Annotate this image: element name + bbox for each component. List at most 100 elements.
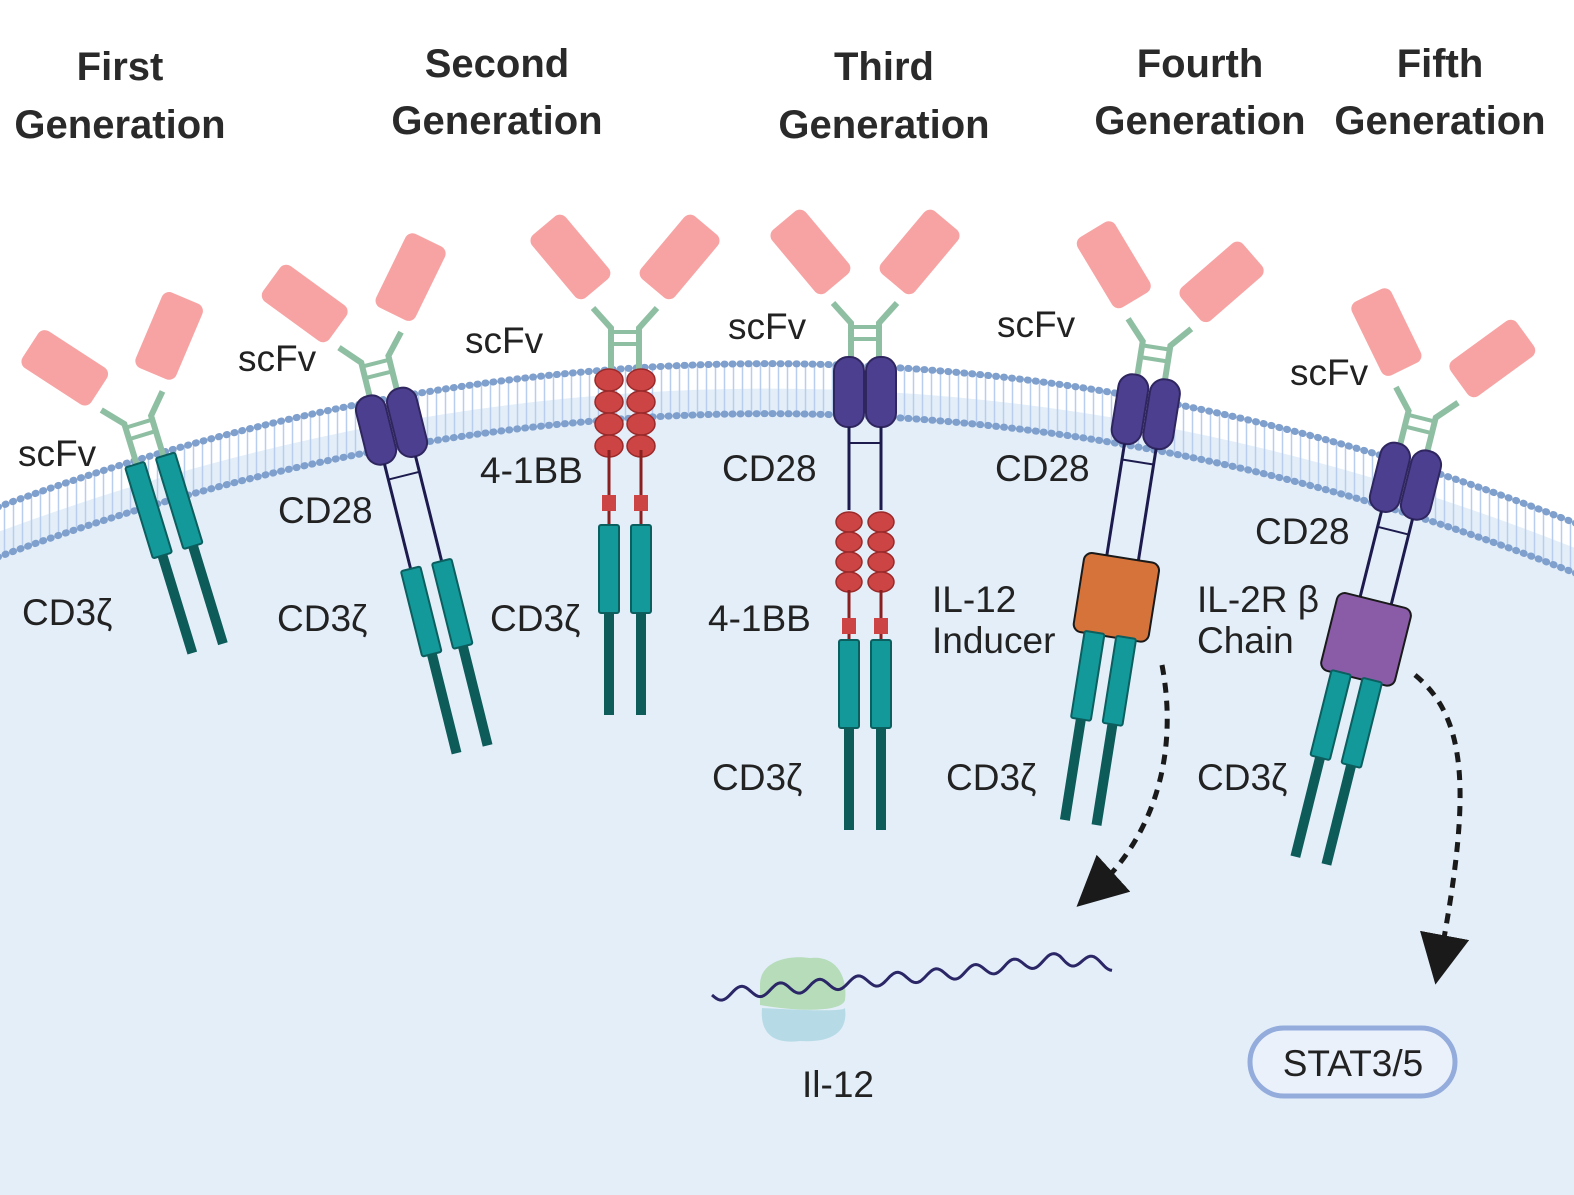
4-1bb-domain: [835, 511, 863, 533]
il2r-beta-chain-label: Chain: [1197, 620, 1294, 661]
scfv-label: scFv: [997, 304, 1076, 345]
cd28-linker: [414, 455, 444, 562]
cd28-crossbar: [388, 470, 420, 481]
scfv-label: scFv: [238, 338, 317, 379]
cd3z-domain: [1309, 669, 1352, 761]
4-1bb-domain: [626, 412, 656, 436]
cd28-crossbar: [1377, 525, 1409, 536]
scfv-domain-left: [21, 330, 109, 406]
cd28-domain: [833, 356, 865, 428]
generation-header: Fifth: [1397, 42, 1484, 86]
cd3z-tail: [1059, 718, 1086, 821]
cd28-linker: [1389, 518, 1414, 605]
il12-inducer-label: IL-12: [932, 579, 1016, 620]
membrane-inner-leaflet: [0, 410, 1574, 577]
cd3z-tail: [1091, 723, 1118, 826]
generation-header: Second: [425, 42, 569, 86]
stat-badge: [1247, 1025, 1458, 1099]
cd28-label: CD28: [722, 448, 817, 489]
cell-interior: [0, 388, 1574, 1195]
hinge-disulfide-bonds: [1139, 343, 1171, 364]
4-1bb-label: 4-1BB: [480, 450, 583, 491]
cd28-label: CD28: [995, 448, 1090, 489]
cd3z-domain: [630, 524, 652, 614]
cd3z-label: CD3ζ: [490, 598, 580, 639]
il2r-beta-chain-label: IL-2R β: [1197, 579, 1319, 620]
generation-header: Generation: [1094, 99, 1305, 143]
cd28-linker: [1136, 448, 1158, 561]
signal-arrow-stat: [1413, 673, 1470, 985]
cd28-domain: [865, 356, 897, 428]
cd28-linker: [1105, 443, 1126, 556]
hinge: [590, 305, 660, 370]
signal-arrow-il12: [1076, 664, 1170, 907]
4-1bb-domain: [867, 531, 895, 553]
4-1bb-motif: [634, 495, 648, 511]
il12-label: Il-12: [802, 1064, 874, 1105]
scfv-domain-right: [135, 292, 203, 380]
stat-label: STAT3/5: [1283, 1043, 1424, 1084]
scfv-domain-right: [639, 214, 720, 300]
4-1bb-motif: [842, 618, 856, 634]
4-1bb-domain: [594, 412, 624, 436]
hinge: [99, 390, 167, 465]
cd3z-tail: [458, 645, 493, 747]
generation-header: Generation: [391, 99, 602, 143]
4-1bb-label: 4-1BB: [708, 598, 811, 639]
cd28-domain: [1142, 378, 1181, 451]
ribosome-small-subunit: [761, 1008, 846, 1042]
hinge: [1125, 317, 1194, 388]
car-receptor-4: [770, 209, 960, 830]
car-receptor-1: [21, 292, 228, 655]
scfv-domain-left: [770, 209, 851, 295]
scfv-label: scFv: [728, 306, 807, 347]
scfv-domain-left: [1076, 221, 1151, 309]
hinge-disulfide-bonds: [1404, 412, 1436, 436]
scfv-label: scFv: [18, 433, 97, 474]
cd28-label: CD28: [1255, 511, 1350, 552]
4-1bb-domain: [835, 531, 863, 553]
il2r-beta-domain: [1320, 592, 1412, 687]
cd3z-tail: [427, 652, 462, 755]
generation-header: Generation: [778, 103, 989, 147]
cd3z-label: CD3ζ: [22, 592, 112, 633]
cd28-linker: [1358, 510, 1383, 598]
generation-header: First: [77, 45, 164, 89]
scfv-domain-left: [261, 264, 348, 343]
il12-inducer-label: Inducer: [932, 620, 1055, 661]
generation-header: Generation: [1334, 99, 1545, 143]
scfv-domain-right: [1179, 241, 1264, 323]
generation-header: Fourth: [1137, 42, 1264, 86]
4-1bb-domain: [835, 551, 863, 573]
scfv-label: scFv: [465, 320, 544, 361]
cd3z-label: CD3ζ: [1197, 757, 1287, 798]
cd28-label: CD28: [278, 490, 373, 531]
cd3z-domain: [400, 565, 443, 658]
car-receptor-2: [261, 233, 493, 755]
cd28-domain: [354, 394, 398, 466]
4-1bb-domain: [626, 368, 656, 392]
4-1bb-domain: [835, 571, 863, 593]
cd3z-tail: [1290, 756, 1325, 858]
cd3z-label: CD3ζ: [277, 598, 367, 639]
cd3z-label: CD3ζ: [946, 757, 1036, 798]
membrane-outer-leaflet: [0, 360, 1574, 527]
4-1bb-domain: [867, 511, 895, 533]
cd3z-domain: [598, 524, 620, 614]
il12-inducer-domain: [1072, 552, 1161, 643]
4-1bb-motif: [874, 618, 888, 634]
4-1bb-domain: [626, 390, 656, 414]
car-receptor-5: [1059, 221, 1264, 826]
mrna-strand: [711, 952, 1113, 1002]
cd3z-domain: [838, 639, 860, 729]
hinge-disulfide-bonds: [361, 357, 393, 381]
ribosome-large-subunit: [760, 957, 846, 1010]
scfv-label: scFv: [1290, 352, 1369, 393]
scfv-domain-right: [1449, 319, 1536, 398]
hinge: [1393, 385, 1460, 460]
4-1bb-domain: [594, 390, 624, 414]
cd3z-label: CD3ζ: [712, 757, 802, 798]
cd3z-tail: [1321, 764, 1356, 866]
hinge: [337, 330, 404, 405]
